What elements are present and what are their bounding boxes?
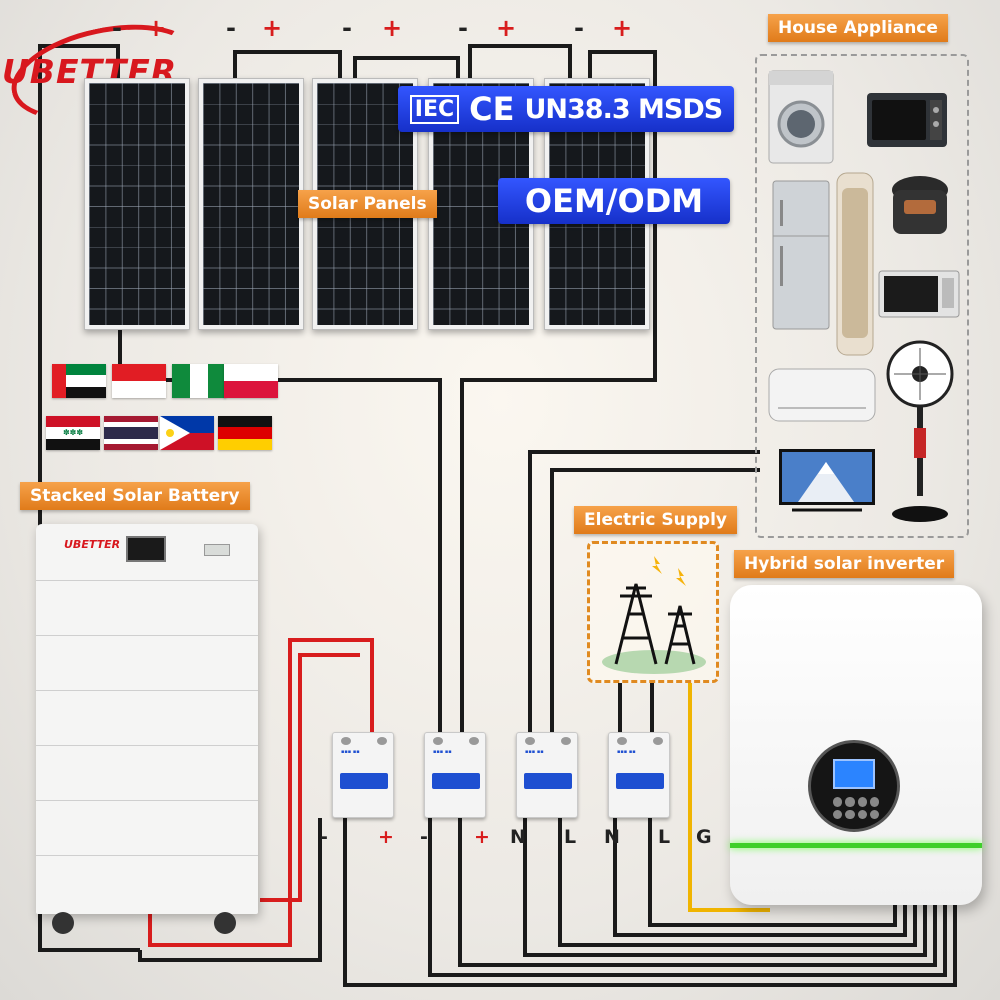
battery-wheel <box>214 912 236 934</box>
stacked-battery: UBETTER <box>36 524 258 914</box>
ac-breaker-output[interactable]: ▪▪▪ ▪▪ <box>608 732 670 818</box>
iec-mark: IEC <box>409 94 460 124</box>
thailand-flag <box>104 416 158 450</box>
electric-supply-box <box>587 541 719 683</box>
solar-panels-label: Solar Panels <box>298 190 437 218</box>
appliance-group <box>755 54 969 538</box>
iraq-flag: ✽✽✽ <box>46 416 100 450</box>
ce-mark: CE <box>469 90 515 128</box>
hybrid-inverter-label: Hybrid solar inverter <box>734 550 955 578</box>
battery-module <box>36 800 258 855</box>
ground-wire <box>688 683 770 912</box>
nigeria-flag <box>172 364 226 398</box>
return-wire <box>428 818 947 977</box>
polarity-sign: + <box>382 14 403 42</box>
return-wire <box>458 818 937 967</box>
rice-cooker-icon <box>892 176 948 234</box>
terminal-label: L <box>564 826 577 848</box>
refrigerator-icon <box>772 180 830 330</box>
return-wire <box>648 818 897 927</box>
terminal-label: - <box>420 826 428 848</box>
panel-wire <box>118 330 442 732</box>
polarity-sign: + <box>146 14 167 42</box>
dc-breaker-battery[interactable]: ▪▪▪ ▪▪ <box>332 732 394 818</box>
terminal-label: + <box>474 826 490 848</box>
terminal-label: N <box>510 826 526 848</box>
polarity-sign: - <box>574 14 584 42</box>
poland-flag <box>224 364 278 398</box>
germany-flag <box>218 416 272 450</box>
panel-wire <box>38 44 140 952</box>
polarity-sign: - <box>458 14 468 42</box>
solar-panel <box>84 78 190 330</box>
air-conditioner-icon <box>768 368 876 422</box>
battery-module <box>36 635 258 690</box>
battery-positive-wire <box>260 653 360 902</box>
house-appliance-label: House Appliance <box>768 14 948 42</box>
un-msds-mark: UN38.3 MSDS <box>524 93 723 125</box>
mains-wire <box>550 468 760 732</box>
terminal-label: G <box>696 826 712 848</box>
battery-positive-wire <box>148 638 374 947</box>
battery-module <box>36 690 258 745</box>
polarity-sign: + <box>496 14 517 42</box>
television-icon <box>779 449 875 512</box>
uae-flag <box>52 364 106 398</box>
oem-odm-banner: OEM/ODM <box>498 178 730 224</box>
inverter-buttons <box>833 797 879 819</box>
solar-panel <box>198 78 304 330</box>
inverter-screen <box>833 759 875 789</box>
terminal-label: L <box>658 826 671 848</box>
terminal-label: - <box>320 826 328 848</box>
mains-wire <box>528 450 760 732</box>
battery-status-led <box>204 544 230 556</box>
battery-wheel <box>52 912 74 934</box>
certification-banner: IEC CE UN38.3 MSDS <box>398 86 734 132</box>
toaster-oven-icon <box>867 93 947 147</box>
dc-breaker-pv[interactable]: ▪▪▪ ▪▪ <box>424 732 486 818</box>
terminal-label: + <box>378 826 394 848</box>
panel-wire <box>468 44 572 78</box>
return-wire <box>558 818 917 947</box>
air-purifier-icon <box>836 172 874 356</box>
panel-wire <box>353 56 460 78</box>
battery-logo: UBETTER <box>64 538 121 551</box>
ac-breaker-input[interactable]: ▪▪▪ ▪▪ <box>516 732 578 818</box>
return-wire <box>613 818 907 937</box>
return-wire <box>523 818 927 957</box>
polarity-sign: + <box>262 14 283 42</box>
battery-module <box>36 580 258 635</box>
battery-module <box>36 855 258 910</box>
battery-module <box>36 745 258 800</box>
indonesia-flag <box>112 364 166 398</box>
terminal-label: N <box>604 826 620 848</box>
polarity-sign: - <box>112 14 122 42</box>
hybrid-inverter <box>730 585 982 905</box>
battery-display <box>126 536 166 562</box>
return-wire <box>343 818 957 987</box>
microwave-icon <box>878 270 960 318</box>
stand-fan-icon <box>886 340 954 522</box>
polarity-sign: + <box>612 14 633 42</box>
electric-supply-label: Electric Supply <box>574 506 737 534</box>
philippines-flag <box>160 416 214 450</box>
inverter-status-led-strip <box>730 843 982 848</box>
power-tower-icon <box>602 556 706 674</box>
stacked-battery-label: Stacked Solar Battery <box>20 482 250 510</box>
panel-wire <box>233 50 342 78</box>
return-wire <box>138 818 322 962</box>
inverter-display-panel[interactable] <box>808 740 900 832</box>
polarity-sign: - <box>342 14 352 42</box>
washing-machine-icon <box>768 70 834 164</box>
polarity-sign: - <box>226 14 236 42</box>
